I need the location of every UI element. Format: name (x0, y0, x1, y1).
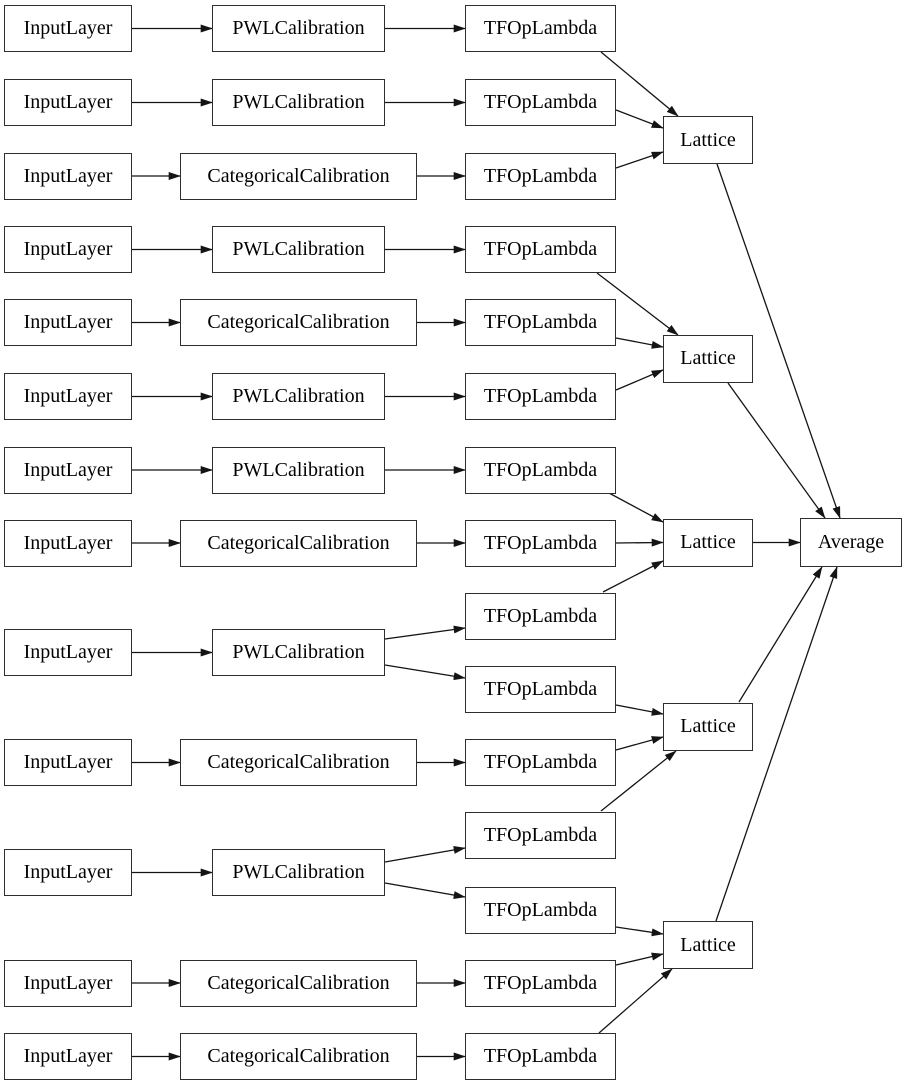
node-tfoplambda-t3: TFOpLambda (465, 152, 616, 200)
node-inputlayer-il11: InputLayer (4, 849, 132, 896)
node-lattice-l4: Lattice (663, 702, 753, 751)
node-lattice-l3: Lattice (663, 518, 753, 567)
node-tfoplambda-t5: TFOpLambda (465, 299, 616, 346)
node-inputlayer-il12: InputLayer (4, 959, 132, 1007)
node-categoricalcalibration-c3: CategoricalCalibration (180, 152, 417, 200)
node-pwlcalibration-c9: PWLCalibration (212, 629, 385, 676)
edge-c9-t10 (384, 664, 466, 681)
node-inputlayer-il3: InputLayer (4, 152, 132, 200)
node-pwlcalibration-c2: PWLCalibration (212, 79, 385, 126)
node-inputlayer-il6: InputLayer (4, 373, 132, 420)
edge-c11-t13 (384, 882, 466, 899)
node-tfoplambda-t2: TFOpLambda (465, 79, 616, 126)
edge-t2-l1 (615, 109, 664, 129)
edge-c9-t9 (384, 625, 466, 640)
edge-l5-av (715, 566, 838, 922)
edge-t4-l2 (596, 272, 679, 336)
node-lattice-l5: Lattice (663, 921, 753, 969)
edge-l1-av (716, 163, 841, 519)
node-inputlayer-il7: InputLayer (4, 446, 132, 494)
node-tfoplambda-t1: TFOpLambda (465, 5, 616, 52)
edge-t15-l5 (598, 968, 673, 1034)
node-tfoplambda-t12: TFOpLambda (465, 811, 616, 859)
node-inputlayer-il4: InputLayer (4, 226, 132, 273)
node-tfoplambda-t10: TFOpLambda (465, 666, 616, 713)
node-tfoplambda-t15: TFOpLambda (465, 1033, 616, 1080)
node-tfoplambda-t6: TFOpLambda (465, 373, 616, 420)
node-inputlayer-il8: InputLayer (4, 519, 132, 567)
edge-t8-l3 (615, 538, 664, 547)
node-inputlayer-il13: InputLayer (4, 1033, 132, 1080)
node-pwlcalibration-c7: PWLCalibration (212, 446, 385, 494)
edge-t10-l4 (615, 704, 664, 716)
edge-t12-l4 (600, 750, 677, 812)
node-pwlcalibration-c6: PWLCalibration (212, 373, 385, 420)
edge-t1-l1 (600, 51, 679, 117)
node-tfoplambda-t4: TFOpLambda (465, 226, 616, 273)
node-inputlayer-il10: InputLayer (4, 739, 132, 786)
node-pwlcalibration-c4: PWLCalibration (212, 226, 385, 273)
node-inputlayer-il5: InputLayer (4, 299, 132, 346)
node-tfoplambda-t14: TFOpLambda (465, 959, 616, 1007)
node-average-av: Average (800, 518, 902, 567)
node-lattice-l1: Lattice (663, 116, 753, 164)
edge-l2-av (727, 382, 826, 519)
node-tfoplambda-t11: TFOpLambda (465, 739, 616, 786)
edge-t3-l1 (615, 151, 664, 169)
edge-t14-l5 (615, 952, 664, 966)
node-categoricalcalibration-c13: CategoricalCalibration (180, 1033, 417, 1080)
node-categoricalcalibration-c8: CategoricalCalibration (180, 519, 417, 567)
edge-c11-t12 (384, 846, 466, 863)
node-inputlayer-il2: InputLayer (4, 79, 132, 126)
node-tfoplambda-t7: TFOpLambda (465, 446, 616, 494)
node-inputlayer-il9: InputLayer (4, 629, 132, 676)
edge-t11-l4 (615, 736, 664, 751)
edge-t5-l2 (615, 337, 664, 349)
edge-t6-l2 (615, 369, 664, 391)
node-lattice-l2: Lattice (663, 334, 753, 383)
node-categoricalcalibration-c12: CategoricalCalibration (180, 959, 417, 1007)
node-pwlcalibration-c11: PWLCalibration (212, 849, 385, 896)
node-categoricalcalibration-c5: CategoricalCalibration (180, 299, 417, 346)
node-categoricalcalibration-c10: CategoricalCalibration (180, 739, 417, 786)
node-pwlcalibration-c1: PWLCalibration (212, 5, 385, 52)
node-tfoplambda-t8: TFOpLambda (465, 519, 616, 567)
edge-t9-l3 (602, 560, 664, 593)
edge-t13-l5 (615, 926, 664, 937)
node-inputlayer-il1: InputLayer (4, 5, 132, 52)
edge-l4-av (738, 566, 823, 703)
edge-t7-l3 (608, 492, 664, 523)
node-tfoplambda-t13: TFOpLambda (465, 886, 616, 934)
node-tfoplambda-t9: TFOpLambda (465, 592, 616, 640)
